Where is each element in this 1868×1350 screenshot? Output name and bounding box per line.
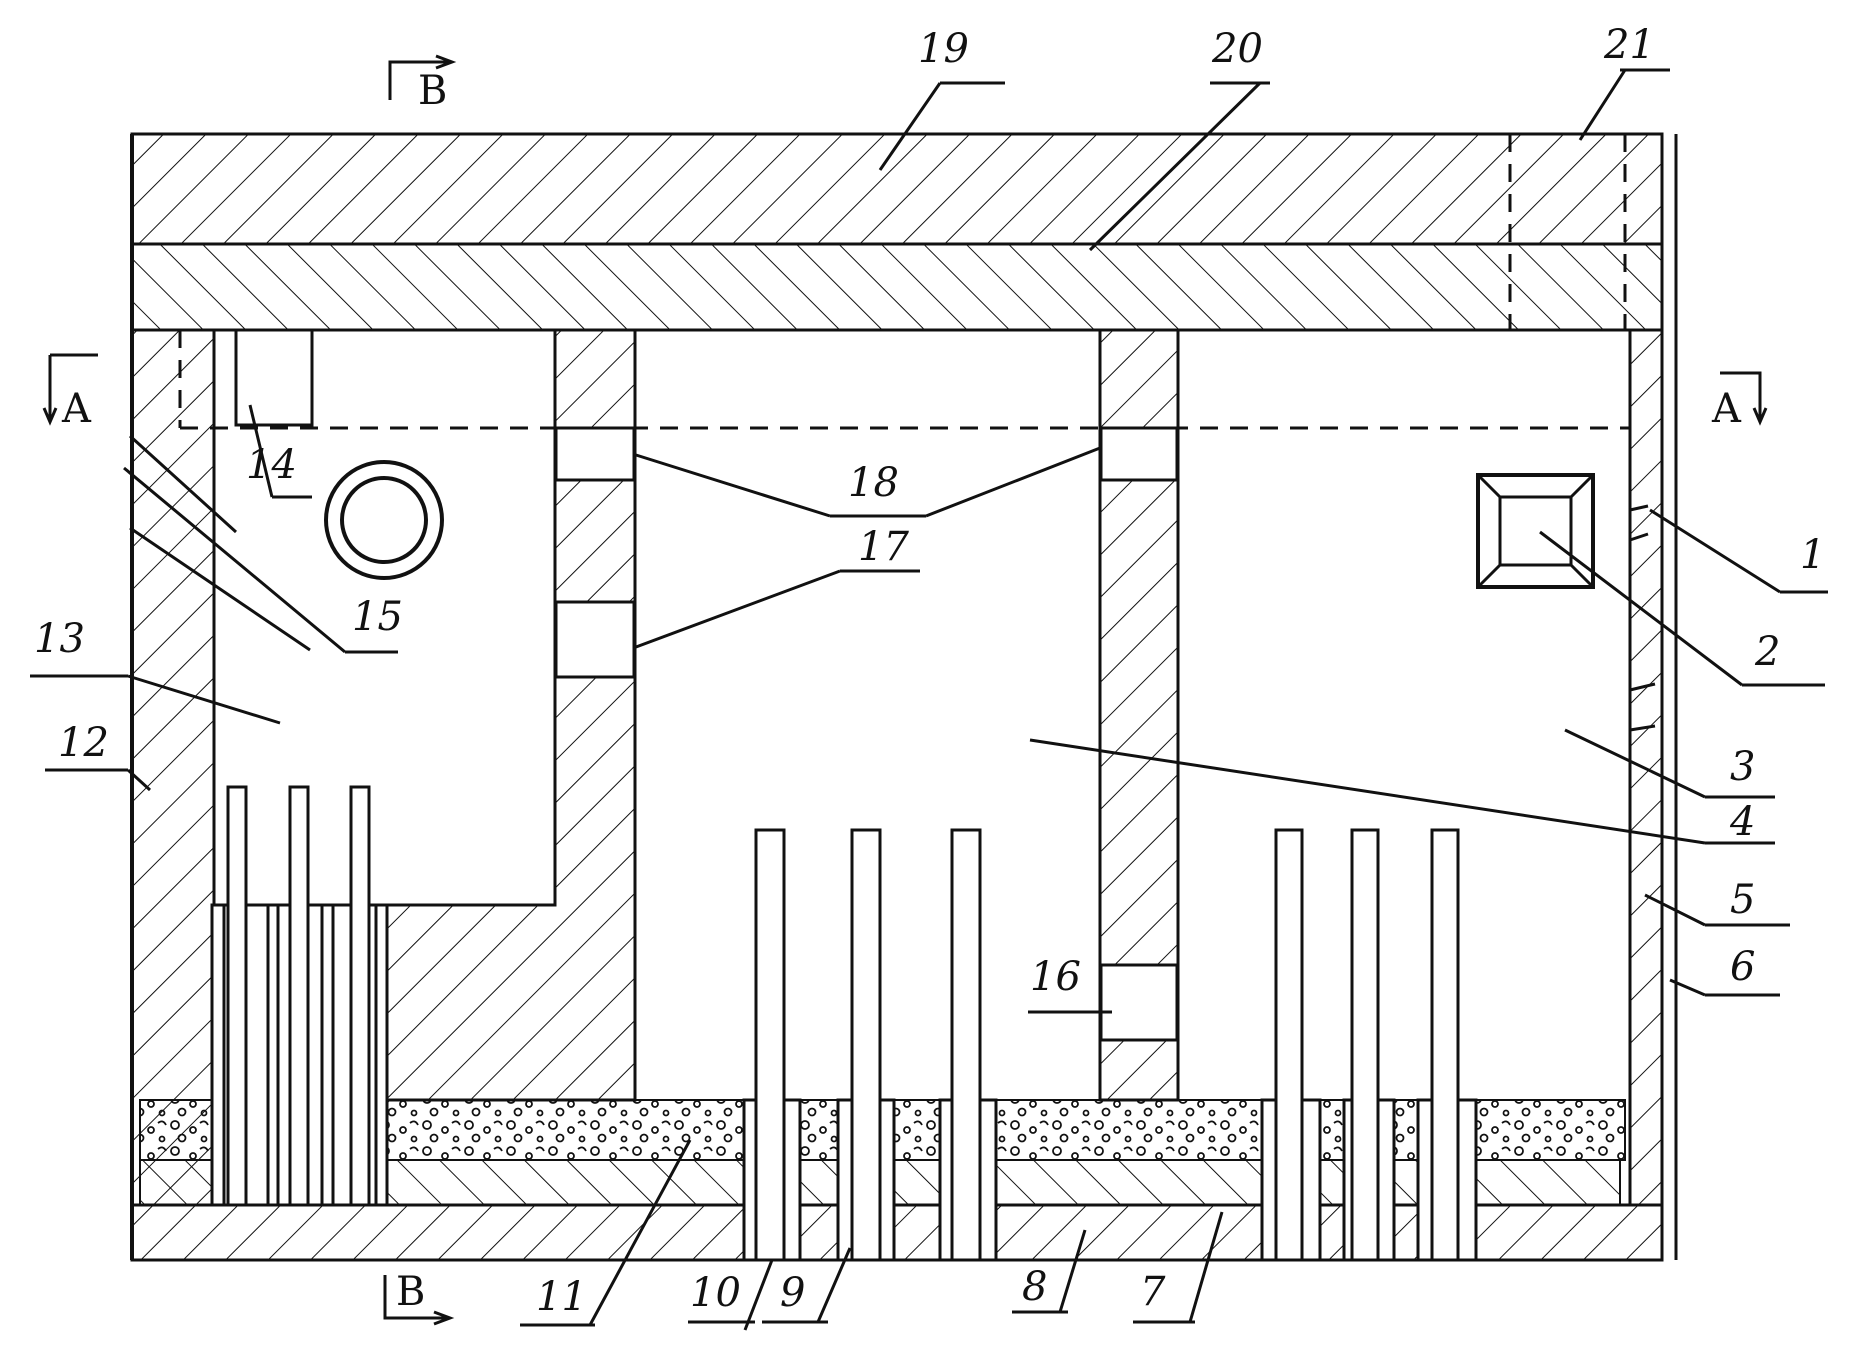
label-11: 11 — [536, 1274, 587, 1320]
pipe-r2 — [1350, 828, 1380, 1262]
pipe-r3 — [1430, 828, 1460, 1262]
label-3: 3 — [1730, 744, 1755, 790]
label-21: 21 — [1603, 22, 1655, 68]
pipes-middle — [742, 828, 998, 1262]
label-6: 6 — [1730, 944, 1755, 990]
label-7: 7 — [1140, 1269, 1166, 1315]
label-4: 4 — [1729, 799, 1755, 845]
pipe-m3 — [950, 828, 982, 1262]
section-marker-a-left — [42, 353, 98, 426]
square-port-inner — [1498, 495, 1573, 567]
opening-18-right — [1099, 426, 1179, 482]
leader-lines — [30, 68, 1828, 1331]
cover-slab — [130, 242, 1664, 332]
section-label-a-right: A — [1711, 386, 1742, 432]
label-9: 9 — [780, 1270, 805, 1316]
label-2: 2 — [1754, 629, 1780, 675]
wall-ticks — [1629, 504, 1656, 732]
label-17: 17 — [858, 524, 909, 570]
bevel-3 — [1476, 563, 1502, 589]
pipe-15-inner — [340, 476, 428, 564]
pipe-l3 — [349, 785, 371, 1207]
label-13: 13 — [34, 616, 85, 662]
bevel-2 — [1569, 473, 1595, 499]
label-14: 14 — [246, 442, 297, 488]
section-marker-a-right — [1720, 371, 1768, 426]
opening-18-left — [554, 426, 636, 482]
top-slab — [130, 132, 1664, 246]
label-18: 18 — [848, 460, 899, 506]
opening-16 — [1099, 963, 1179, 1042]
section-marker-b-bottom — [383, 1275, 455, 1326]
label-10: 10 — [690, 1270, 741, 1316]
bevel-1 — [1476, 473, 1502, 499]
label-15: 15 — [352, 594, 403, 640]
pipe-r1 — [1274, 828, 1304, 1262]
inlet-box-14 — [234, 328, 314, 427]
pipe-m1 — [754, 828, 786, 1262]
pipe-l1 — [226, 785, 248, 1207]
section-marker-b-top — [388, 54, 457, 100]
label-8: 8 — [1022, 1264, 1047, 1310]
section-label-b-bottom: B — [396, 1269, 425, 1315]
pipe-m2 — [850, 828, 882, 1262]
label-20: 20 — [1211, 26, 1263, 72]
pipe-l2 — [288, 785, 310, 1207]
pipes-right — [1260, 828, 1478, 1262]
label-1: 1 — [1800, 532, 1825, 578]
label-5: 5 — [1730, 877, 1755, 923]
bevel-4 — [1569, 563, 1595, 589]
label-16: 16 — [1030, 954, 1081, 1000]
section-label-b-top: B — [418, 68, 447, 114]
left-wall — [130, 328, 216, 1207]
label-12: 12 — [58, 720, 109, 766]
label-19: 19 — [918, 26, 969, 72]
section-label-a-left: A — [61, 386, 92, 432]
pipe-bundle-left — [210, 785, 389, 1207]
opening-17 — [554, 600, 636, 679]
